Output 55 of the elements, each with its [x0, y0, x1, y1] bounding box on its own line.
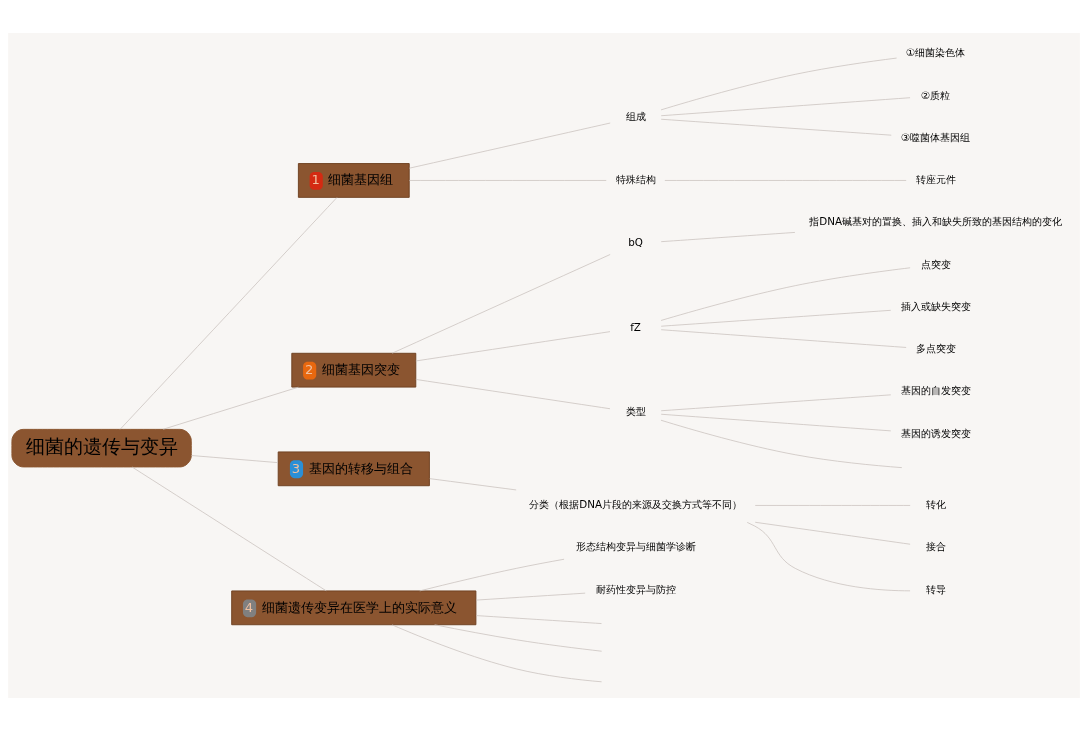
connector	[162, 386, 299, 430]
connector	[409, 180, 607, 181]
connector	[119, 197, 338, 430]
node-text: 插入或缺失突变	[900, 299, 971, 312]
connector	[660, 232, 796, 243]
connector	[660, 419, 903, 468]
node-text: 转化	[925, 498, 946, 511]
connector	[415, 379, 611, 410]
node-text: 分类（根据DNA片段的来源及交换方式等不同）	[529, 498, 742, 511]
connector	[754, 505, 911, 506]
connector	[391, 624, 602, 683]
node-text: ③噬菌体基因组	[901, 130, 971, 143]
connector	[475, 592, 586, 601]
connector	[660, 394, 892, 412]
connector	[419, 558, 565, 592]
node-box: 细菌的遗传与变异	[11, 428, 192, 468]
node-text: 组成	[625, 110, 646, 123]
node-text: 接合	[925, 540, 946, 553]
connector	[131, 466, 327, 592]
connector	[660, 57, 897, 111]
node-text: 多点突变	[915, 342, 956, 355]
node-text: fZ	[630, 320, 641, 333]
node-text: 耐药性变异与防控	[595, 582, 676, 595]
node-box: 3 基因的转移与组合	[277, 451, 430, 487]
connector	[475, 615, 602, 624]
node-box: 4 细菌遗传变异在医学上的实际意义	[231, 590, 477, 626]
connector	[415, 331, 611, 362]
node-text: 特殊结构	[615, 173, 656, 186]
node-text: 形态结构变异与细菌学诊断	[575, 540, 696, 553]
node-text: 基因的诱发突变	[900, 426, 971, 439]
node-text: bQ	[628, 236, 643, 249]
connector	[660, 413, 892, 432]
node-text: ②质粒	[921, 88, 951, 101]
connector	[664, 180, 907, 181]
connector	[754, 521, 911, 545]
connector	[660, 97, 911, 117]
node-box: 1 细菌基因组	[297, 163, 410, 198]
node-text: 点突变	[920, 257, 951, 270]
node-text: 转座元件	[915, 173, 956, 186]
connector	[660, 329, 907, 348]
node-text: 类型	[625, 405, 646, 418]
connector	[391, 254, 611, 354]
node-box: 2 细菌基因突变	[291, 352, 417, 388]
node-text: 基因的自发突变	[900, 384, 971, 397]
connector	[429, 478, 517, 491]
connector	[660, 267, 911, 321]
connector	[746, 522, 911, 592]
connector	[191, 455, 279, 463]
node-text: ①细菌染色体	[906, 46, 966, 59]
connector	[660, 118, 892, 136]
connector	[409, 122, 611, 169]
connector	[660, 309, 892, 327]
connector	[434, 624, 602, 652]
node-text: 转导	[925, 582, 946, 595]
node-text: 指DNA碱基对的置换、插入和缺失所致的基因结构的变化	[809, 215, 1063, 228]
